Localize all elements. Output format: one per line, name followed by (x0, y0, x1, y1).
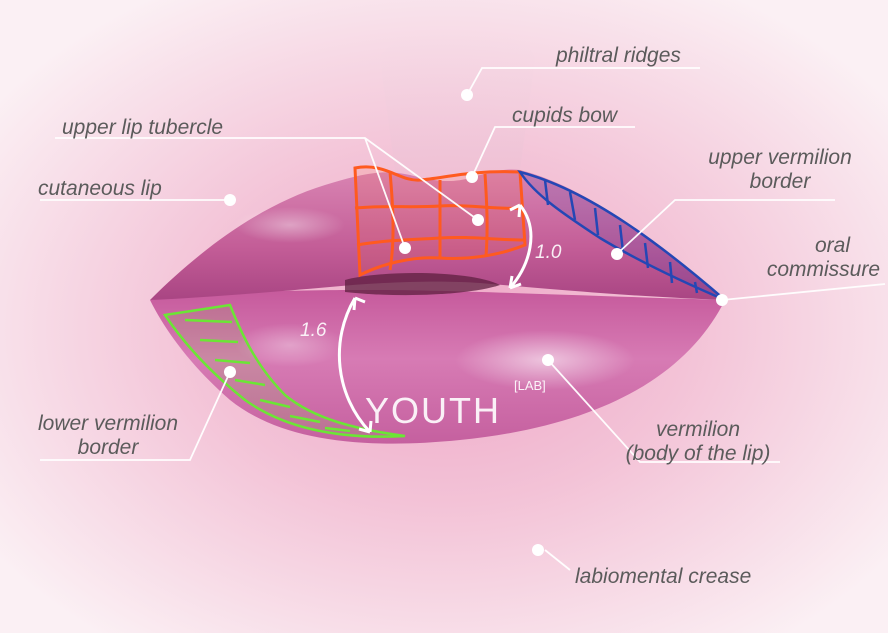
label-vermilion: vermilion (body of the lip) (598, 418, 798, 466)
vermilion-dot (542, 354, 554, 366)
ratio-upper: 1.0 (535, 242, 561, 264)
label-vermilion-line1: vermilion (598, 418, 798, 442)
watermark-youth: YOUTH (365, 390, 501, 432)
label-oral-commissure: oral commissure (760, 234, 880, 282)
upper-border-dot (611, 248, 623, 260)
label-lower-vermilion-border: lower vermilion border (22, 412, 194, 460)
label-vermilion-line2: (body of the lip) (598, 442, 798, 466)
watermark-lab: [LAB] (514, 378, 546, 393)
label-cutaneous-lip: cutaneous lip (38, 177, 162, 201)
label-upper-vermilion-border-line2: border (680, 170, 880, 194)
label-lower-vermilion-border-line1: lower vermilion (22, 412, 194, 436)
tubercle-dot-right (472, 214, 484, 226)
commissure-dot (716, 294, 728, 306)
label-upper-vermilion-border-line1: upper vermilion (680, 146, 880, 170)
label-oral-commissure-line1: oral (760, 234, 880, 258)
ratio-lower: 1.6 (300, 320, 326, 342)
labiomental-dot (532, 544, 544, 556)
label-philtral-ridges: philtral ridges (556, 44, 681, 68)
upper-lip-highlight (235, 207, 345, 243)
label-upper-lip-tubercle: upper lip tubercle (62, 116, 223, 140)
cupids-bow-dot (466, 171, 478, 183)
philtrum (380, 30, 535, 170)
label-oral-commissure-line2: commissure (760, 258, 880, 282)
label-upper-vermilion-border: upper vermilion border (680, 146, 880, 194)
label-cupids-bow: cupids bow (512, 104, 617, 128)
label-labiomental-crease: labiomental crease (575, 565, 751, 589)
lower-border-dot (224, 366, 236, 378)
tubercle-dot-left (399, 242, 411, 254)
philtral-ridges-dot (461, 89, 473, 101)
label-lower-vermilion-border-line2: border (22, 436, 194, 460)
cutaneous-lip-dot (224, 194, 236, 206)
